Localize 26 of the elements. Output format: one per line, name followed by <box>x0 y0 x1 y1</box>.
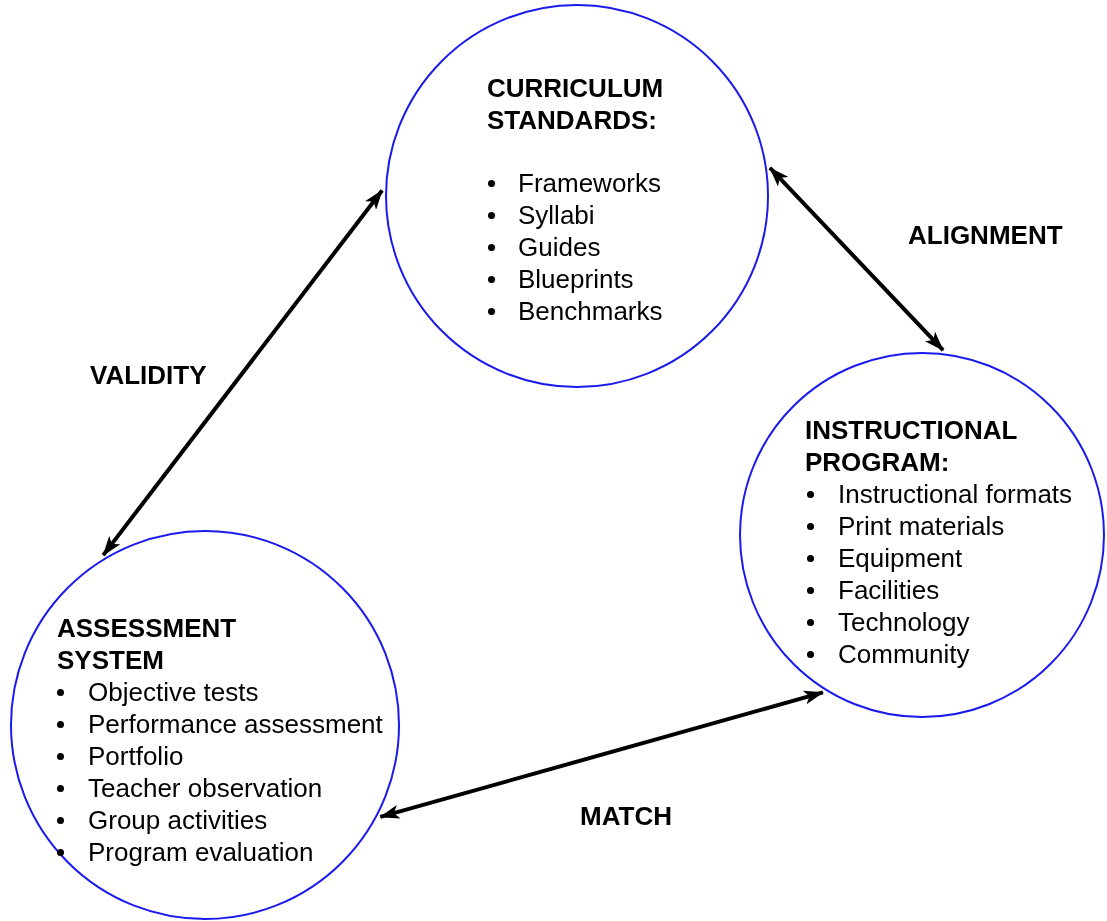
circle-heading: CURRICULUM STANDARDS: <box>487 72 665 136</box>
circle-node <box>739 352 1105 718</box>
list-item: Guides <box>518 232 601 262</box>
arrow <box>768 166 945 352</box>
list-item: Portfolio <box>88 741 184 771</box>
circle-node <box>10 530 400 920</box>
circle-heading: ASSESSMENT SYSTEM <box>57 612 238 676</box>
list-item: Community <box>838 639 970 669</box>
list-item: Facilities <box>838 575 940 605</box>
list-item: Program evaluation <box>88 837 314 867</box>
arrow <box>379 690 824 819</box>
list-item: Objective tests <box>88 677 259 707</box>
list-item: Print materials <box>838 511 1005 541</box>
list-item: Frameworks <box>518 168 661 198</box>
circle-node <box>385 4 769 388</box>
list-item: Teacher observation <box>88 773 323 803</box>
list-item: Performance assessment <box>88 709 383 739</box>
arrow <box>101 189 384 557</box>
list-item: Syllabi <box>518 200 595 230</box>
list-item: Technology <box>838 607 970 637</box>
list-item: Equipment <box>838 543 963 573</box>
circle-heading: INSTRUCTIONAL PROGRAM: <box>805 414 1018 478</box>
list-item: Instructional formats <box>838 479 1073 509</box>
list-item: Benchmarks <box>518 296 663 326</box>
list-item: Group activities <box>88 805 268 835</box>
list-item: Blueprints <box>518 264 634 294</box>
